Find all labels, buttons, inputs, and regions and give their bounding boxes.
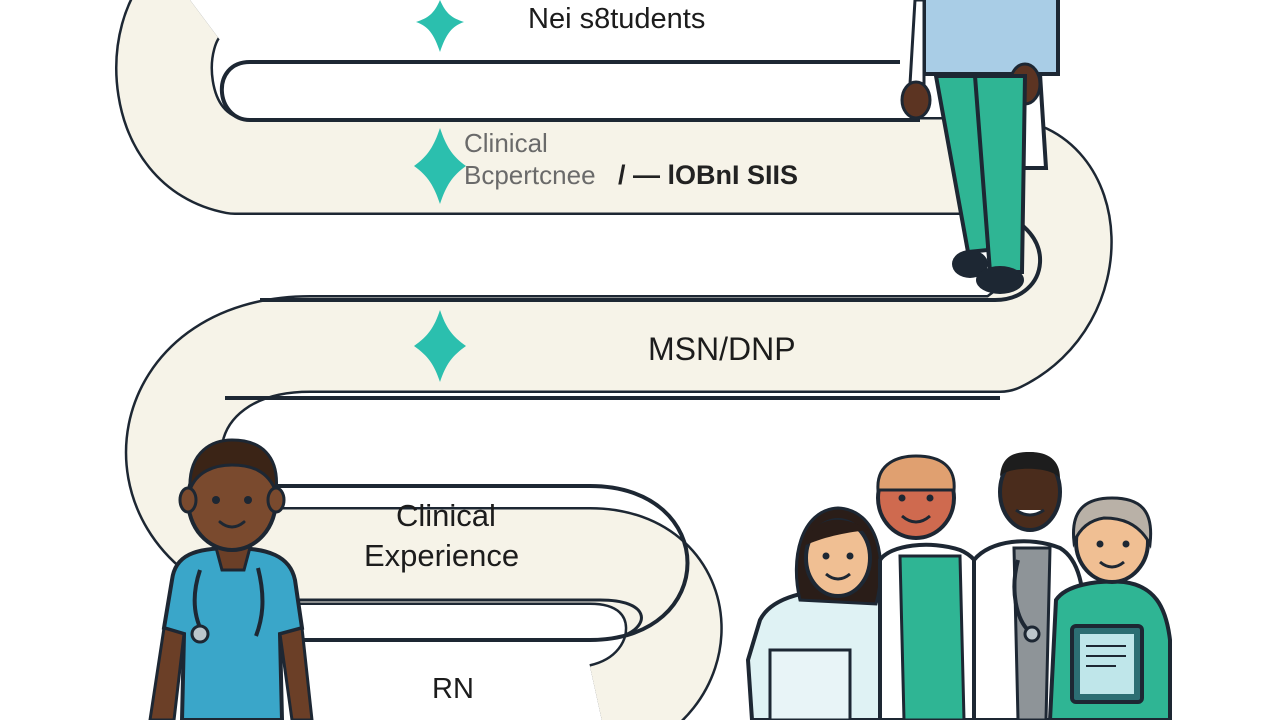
road-inner-lane-middle	[260, 210, 1042, 302]
stage-2-label-suffix: / — lOBnI SIIS	[618, 160, 798, 190]
member-1-fringe	[806, 519, 868, 545]
stage-4-label-line2: Experience	[364, 538, 519, 573]
team-member-nurse-woman	[745, 506, 902, 722]
nurse-figure	[148, 438, 314, 722]
diamond-marker-icon	[416, 0, 464, 52]
diamond-marker-icon	[414, 310, 466, 382]
doctor-shoe-left	[952, 250, 988, 278]
stage-2-label-line2: Bcpertcnee	[464, 160, 596, 190]
diamond-marker-icon	[414, 128, 466, 204]
doctor-leg-right	[972, 74, 1028, 274]
nurse-arm-left	[148, 626, 186, 722]
member-2-cap	[876, 454, 956, 492]
member-2-scrubs	[898, 554, 966, 722]
healthcare-team	[745, 452, 1172, 722]
member-3-stethoscope-chestpiece	[1023, 625, 1041, 643]
doctor-coat	[922, 0, 1060, 76]
stage-5-label: RN	[432, 673, 474, 705]
doctor-arm	[908, 0, 926, 86]
nurse-smile	[218, 520, 246, 529]
stethoscope-chestpiece	[190, 624, 210, 644]
member-2-eye-left	[898, 494, 906, 502]
stage-4-label-line1: Clinical	[396, 498, 496, 533]
road-inner-lane-top	[219, 60, 920, 122]
team-member-older-nurse	[1047, 496, 1172, 722]
road-inner-lane-curl	[290, 598, 643, 637]
tablet-icon	[1070, 624, 1144, 704]
stage-labels: Nei s8tudents Clinical Bcpertcnee / — lO…	[364, 3, 798, 705]
member-4-eye-right	[1122, 540, 1130, 548]
member-4-smile	[1099, 560, 1125, 569]
doctor-hand-left	[900, 80, 932, 120]
member-1-clipboard	[768, 648, 852, 722]
nurse-ear-left	[178, 486, 198, 514]
member-4-hair	[1072, 496, 1153, 549]
member-3-smile	[1015, 508, 1045, 517]
member-1-smile	[825, 572, 851, 581]
team-member-doctor	[972, 452, 1086, 722]
member-1-eye-right	[846, 552, 854, 560]
member-2-smile	[901, 514, 931, 524]
member-3-hair	[1000, 452, 1060, 478]
stage-2-label-line1: Clinical	[464, 128, 548, 158]
nurse-hair	[188, 438, 278, 493]
member-2-eye-right	[926, 494, 934, 502]
member-1-eye-left	[822, 552, 830, 560]
winding-road	[115, 0, 1113, 725]
team-member-green-scrubs-man	[876, 454, 997, 722]
nurse-eye-right	[244, 496, 252, 504]
doctor-shoe-right	[976, 266, 1024, 294]
road-fill	[117, 0, 1111, 725]
member-4-eye-left	[1096, 540, 1104, 548]
nurse-ear-right	[266, 486, 286, 514]
walking-doctor-figure	[900, 0, 1060, 294]
diamond-markers	[414, 0, 466, 382]
nurse-eye-left	[212, 496, 220, 504]
stage-3-label: MSN/DNP	[648, 331, 796, 367]
stage-1-label: Nei s8tudents	[528, 3, 705, 35]
